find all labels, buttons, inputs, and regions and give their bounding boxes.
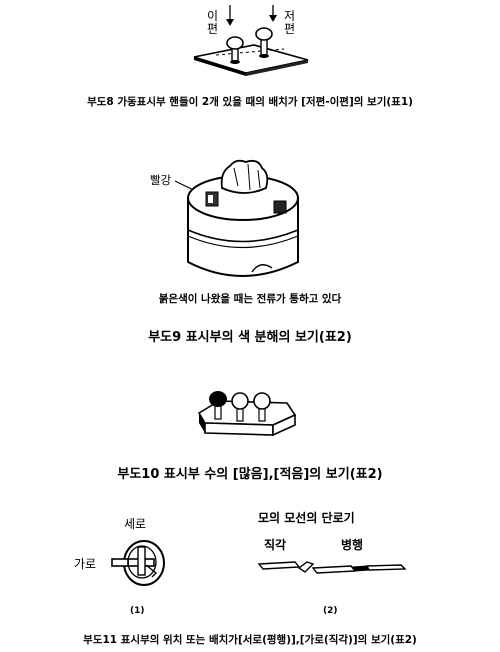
- disconnector-bars-drawing: [257, 561, 407, 574]
- label-vertical: 세로: [124, 517, 147, 531]
- multi-indicator-panel-drawing: [197, 391, 297, 437]
- label-near-side: 이편: [207, 9, 219, 36]
- two-handle-panel-drawing: [193, 5, 309, 76]
- figure-9-note: 붉은색이 나왔을 때는 전류가 통하고 있다: [158, 293, 342, 305]
- label-far-side: 저편: [284, 9, 296, 36]
- color-indicator-device-drawing: [174, 159, 299, 277]
- label-parallel: 병행: [341, 538, 364, 552]
- figure-11-number-1: (1): [130, 606, 145, 616]
- disconnector-title: 모의 모선의 단로기: [258, 511, 355, 525]
- rotary-switch-drawing: [111, 540, 165, 586]
- label-red: 빨강: [150, 173, 172, 187]
- figure-11-number-2: (2): [323, 606, 338, 616]
- figure-8-caption: 부도8 가동표시부 핸들이 2개 있을 때의 배치가 [저편-이편]의 보기(표…: [87, 96, 413, 108]
- figure-9-caption: 부도9 표시부의 색 분해의 보기(표2): [148, 330, 352, 345]
- label-horizontal: 가로: [74, 557, 97, 571]
- figure-10-caption: 부도10 표시부 수의 [많음],[적음]의 보기(표2): [117, 467, 383, 482]
- label-right-angle: 직각: [264, 538, 287, 552]
- figure-11-caption: 부도11 표시부의 위치 또는 배치가[서로(평행)],[가로(직각)]의 보기…: [83, 634, 417, 646]
